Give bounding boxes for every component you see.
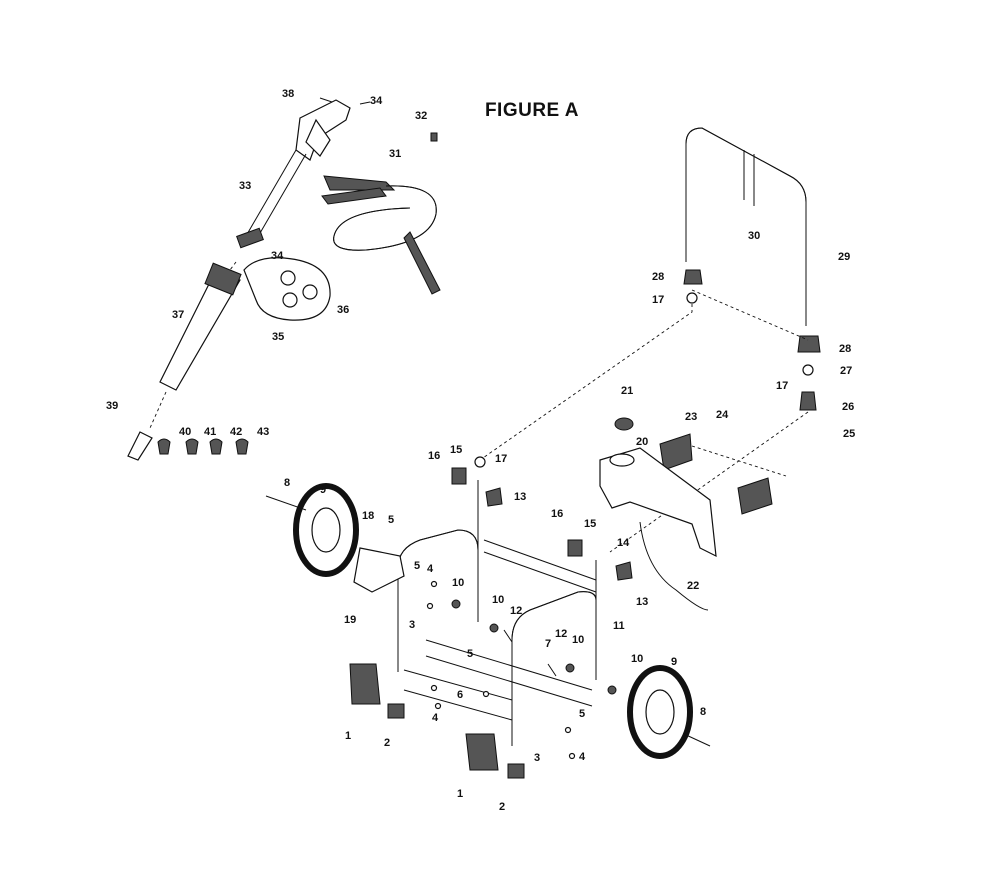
clamp-parts [451, 456, 633, 581]
callout-23: 23 [685, 411, 698, 423]
callout-5-bracket: 5 [388, 514, 395, 526]
callout-5-center: 5 [467, 648, 474, 660]
callout-37: 37 [172, 309, 185, 321]
callout-12-mid: 12 [510, 605, 523, 617]
callout-35: 35 [272, 331, 285, 343]
leader-34 [359, 101, 371, 105]
axle-bolt-right [683, 733, 711, 747]
callout-16-lower: 16 [551, 508, 564, 520]
axle-bolt-left [265, 495, 307, 511]
callout-31: 31 [389, 148, 402, 160]
callout-18: 18 [362, 510, 375, 522]
callout-41: 41 [204, 426, 217, 438]
callout-17-frame: 17 [495, 453, 508, 465]
callout-3-left: 3 [409, 619, 416, 631]
callout-38: 38 [282, 88, 295, 100]
callout-36: 36 [337, 304, 350, 316]
foot-part [349, 663, 525, 779]
callout-29: 29 [838, 251, 851, 263]
clip-32-part [430, 132, 438, 142]
callout-34-detail: 34 [271, 250, 284, 262]
detergent-tank-part [599, 417, 717, 611]
callout-24: 24 [716, 409, 729, 421]
hose-hook-part [659, 433, 787, 515]
wheel-right-part [627, 665, 693, 759]
callout-25: 25 [843, 428, 856, 440]
callout-17-upper: 17 [652, 294, 665, 306]
callout-8-left: 8 [284, 477, 291, 489]
callout-1-right: 1 [457, 788, 464, 800]
callout-16-upper: 16 [428, 450, 441, 462]
callout-13-upper: 13 [514, 491, 527, 503]
callout-4-center: 4 [432, 712, 439, 724]
figure-title: FIGURE A [484, 100, 580, 121]
callout-12-right: 12 [555, 628, 568, 640]
hardware-parts [426, 580, 617, 760]
callout-20: 20 [636, 436, 649, 448]
callout-40: 40 [179, 426, 192, 438]
callout-34: 34 [370, 95, 383, 107]
callout-7: 7 [545, 638, 552, 650]
callout-22: 22 [687, 580, 700, 592]
callout-28-lower: 28 [839, 343, 852, 355]
callout-15-upper: 15 [450, 444, 463, 456]
callout-32: 32 [415, 110, 428, 122]
leader-38 [319, 97, 333, 103]
callout-17-lower: 17 [776, 380, 789, 392]
callout-2-right: 2 [499, 801, 506, 813]
callout-2-left: 2 [384, 737, 391, 749]
callout-9-left: 9 [320, 484, 327, 496]
spray-tips [157, 438, 249, 455]
callout-26: 26 [842, 401, 855, 413]
callout-9-right: 9 [671, 656, 678, 668]
callout-30: 30 [748, 230, 761, 242]
callout-4-frame-left: 4 [427, 563, 434, 575]
callout-10-mid: 10 [492, 594, 505, 606]
nozzle-part [127, 431, 153, 461]
callout-4-right: 4 [579, 751, 586, 763]
callout-13-lower: 13 [636, 596, 649, 608]
callout-5-right: 5 [579, 708, 586, 720]
callout-27: 27 [840, 365, 853, 377]
callout-33: 33 [239, 180, 252, 192]
spray-gun-part [236, 99, 351, 249]
callout-10-wheel: 10 [631, 653, 644, 665]
callout-6: 6 [457, 689, 464, 701]
callout-8-right: 8 [700, 706, 707, 718]
lance-part [149, 261, 242, 429]
o-ring-detail [243, 257, 331, 321]
bracket-part [353, 547, 405, 593]
callout-11: 11 [613, 620, 625, 632]
callout-10-right: 10 [572, 634, 585, 646]
callout-42: 42 [230, 426, 243, 438]
callout-43: 43 [257, 426, 270, 438]
callout-14: 14 [617, 537, 630, 549]
callout-10-frame-left: 10 [452, 577, 465, 589]
frame-part [397, 480, 597, 746]
callout-28-upper: 28 [652, 271, 665, 283]
callout-3-right: 3 [534, 752, 541, 764]
wheel-left-part [293, 483, 359, 577]
callout-5-frame-left: 5 [414, 560, 421, 572]
callout-1-left: 1 [345, 730, 352, 742]
callout-19: 19 [344, 614, 357, 626]
callout-15-lower: 15 [584, 518, 597, 530]
handle-part [479, 127, 821, 553]
callout-21: 21 [621, 385, 634, 397]
callout-39: 39 [106, 400, 119, 412]
hose-part [321, 175, 441, 295]
